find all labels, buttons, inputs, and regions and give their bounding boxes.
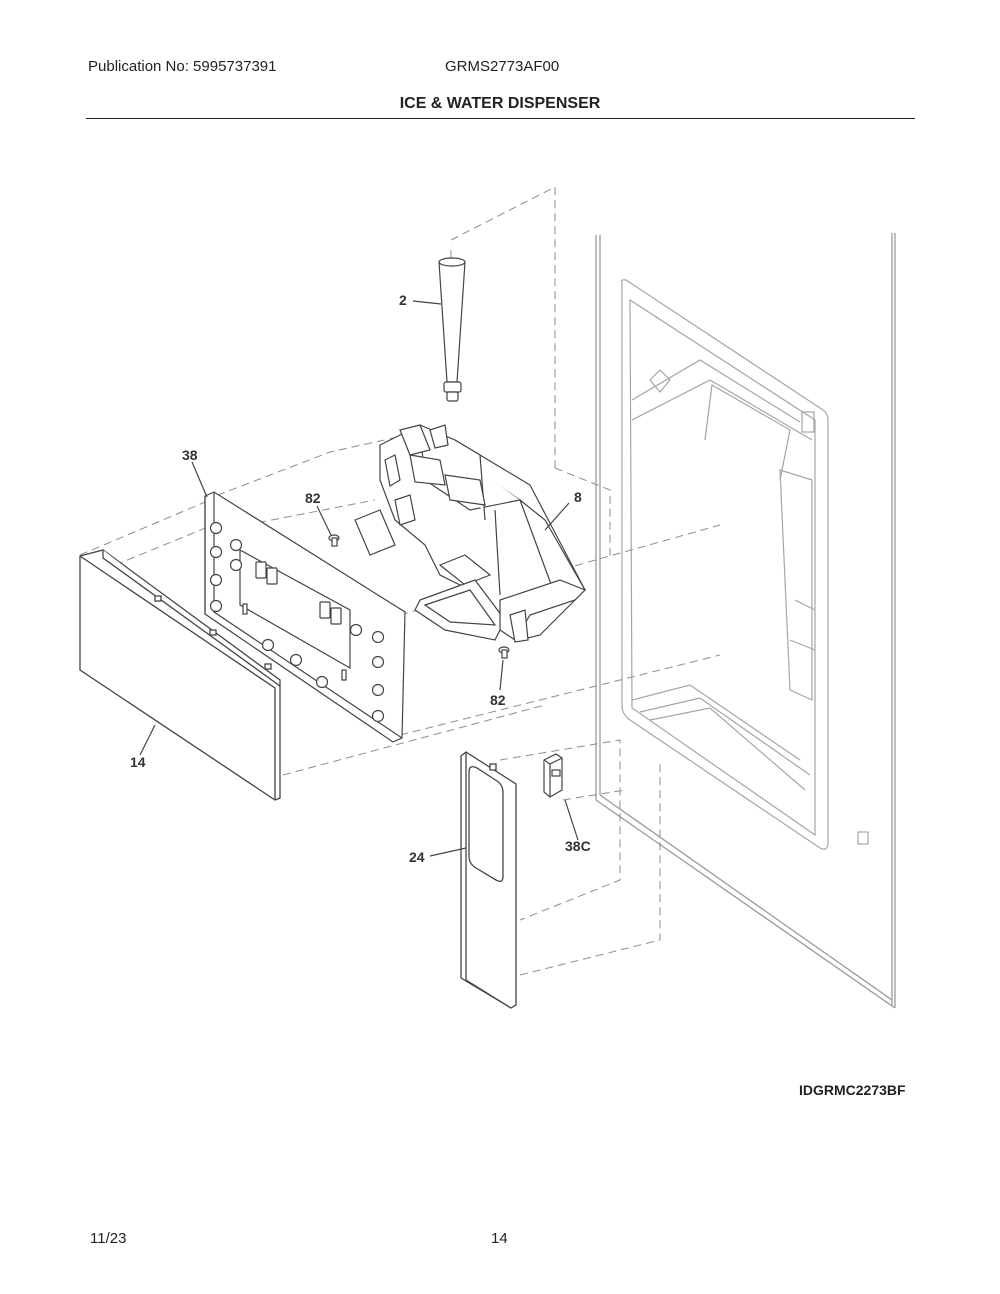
dispenser-recess xyxy=(620,279,869,850)
door-outline xyxy=(595,233,896,1009)
publication-number: Publication No: 5995737391 xyxy=(88,58,277,75)
callout-82-lower: 82 xyxy=(490,692,506,708)
part-38c-switch xyxy=(543,753,563,798)
part-14-front-panel xyxy=(79,549,281,801)
callout-24: 24 xyxy=(409,849,425,865)
model-number: GRMS2773AF00 xyxy=(445,58,560,75)
part-2-water-tube xyxy=(438,257,466,402)
header-rule xyxy=(86,118,915,119)
callout-38c: 38C xyxy=(565,838,591,854)
page-number: 14 xyxy=(491,1230,508,1247)
callout-2: 2 xyxy=(399,292,407,308)
callout-82-upper: 82 xyxy=(305,490,321,506)
illustration-id: IDGRMC2273BF xyxy=(799,1082,906,1098)
part-8-dispenser-housing xyxy=(354,424,587,643)
callout-leaders xyxy=(139,300,579,857)
callout-14: 14 xyxy=(130,754,146,770)
callout-38: 38 xyxy=(182,447,198,463)
footer-date: 11/23 xyxy=(90,1230,127,1247)
callout-8: 8 xyxy=(574,489,582,505)
part-24-side-panel xyxy=(460,751,517,1009)
part-38-control-board xyxy=(204,491,406,743)
page-title: ICE & WATER DISPENSER xyxy=(399,95,601,112)
part-82-screws xyxy=(328,534,510,659)
